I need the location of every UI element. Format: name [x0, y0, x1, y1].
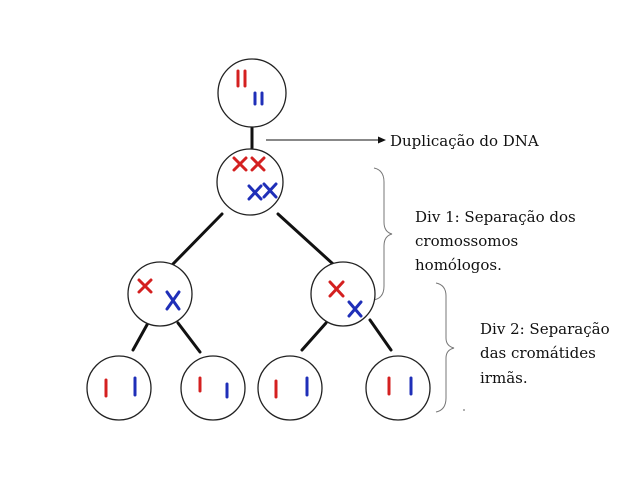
cell-duplicated [216, 148, 284, 216]
gamete-chromosomes [104, 376, 413, 399]
stray-dot [463, 409, 465, 411]
cell-parent [217, 58, 287, 128]
duplicated-chromosomes [232, 156, 278, 201]
cell-gamete-3 [257, 355, 323, 421]
cell-gamete-4 [365, 355, 431, 421]
div2-label-line-2: das cromátides [480, 344, 596, 362]
meiosis1-right-chromosomes [328, 280, 363, 318]
div2-label-line-1: Div 2: Separação [480, 320, 610, 338]
duplication-label: Duplicação do DNA [390, 132, 539, 150]
connector-lines [131, 126, 393, 354]
cell-meiosis1-left [127, 261, 193, 327]
cell-gamete-1 [86, 355, 152, 421]
div1-label-line-3: homólogos. [415, 256, 502, 274]
connector-right-to-cell-4 [368, 318, 393, 352]
braces [373, 167, 455, 413]
div1-label-line-1: Div 1: Separação dos [415, 208, 576, 226]
chromosomes [104, 69, 413, 399]
chromosome-red-x [250, 156, 266, 172]
cells [86, 58, 431, 421]
connector-right-to-cell-3 [300, 321, 328, 352]
connector-duplicated-to-left [170, 212, 224, 267]
div2-label-line-3: irmãs. [480, 369, 528, 387]
chromosome-red-x [137, 278, 153, 294]
connector-left-to-cell-2 [176, 321, 202, 354]
chromosome-red-x [232, 156, 248, 172]
meiosis1-left-chromosomes [137, 278, 181, 311]
duplication-arrow [266, 136, 386, 144]
chromosome-blue-x [347, 300, 363, 318]
connector-duplicated-to-right [276, 212, 335, 266]
div2-brace-icon [435, 282, 455, 413]
parent-chromosomes [236, 69, 264, 106]
chromosome-red-x [328, 280, 345, 298]
arrowhead-icon [378, 136, 386, 144]
div1-label-line-2: cromossomos [415, 232, 518, 250]
chromosome-blue-x [165, 290, 181, 311]
connector-left-to-cell-1 [131, 321, 150, 352]
chromosome-blue-x [262, 182, 278, 199]
chromosome-blue-x [247, 184, 263, 201]
div1-brace-icon [373, 167, 393, 301]
cell-gamete-2 [180, 355, 246, 421]
